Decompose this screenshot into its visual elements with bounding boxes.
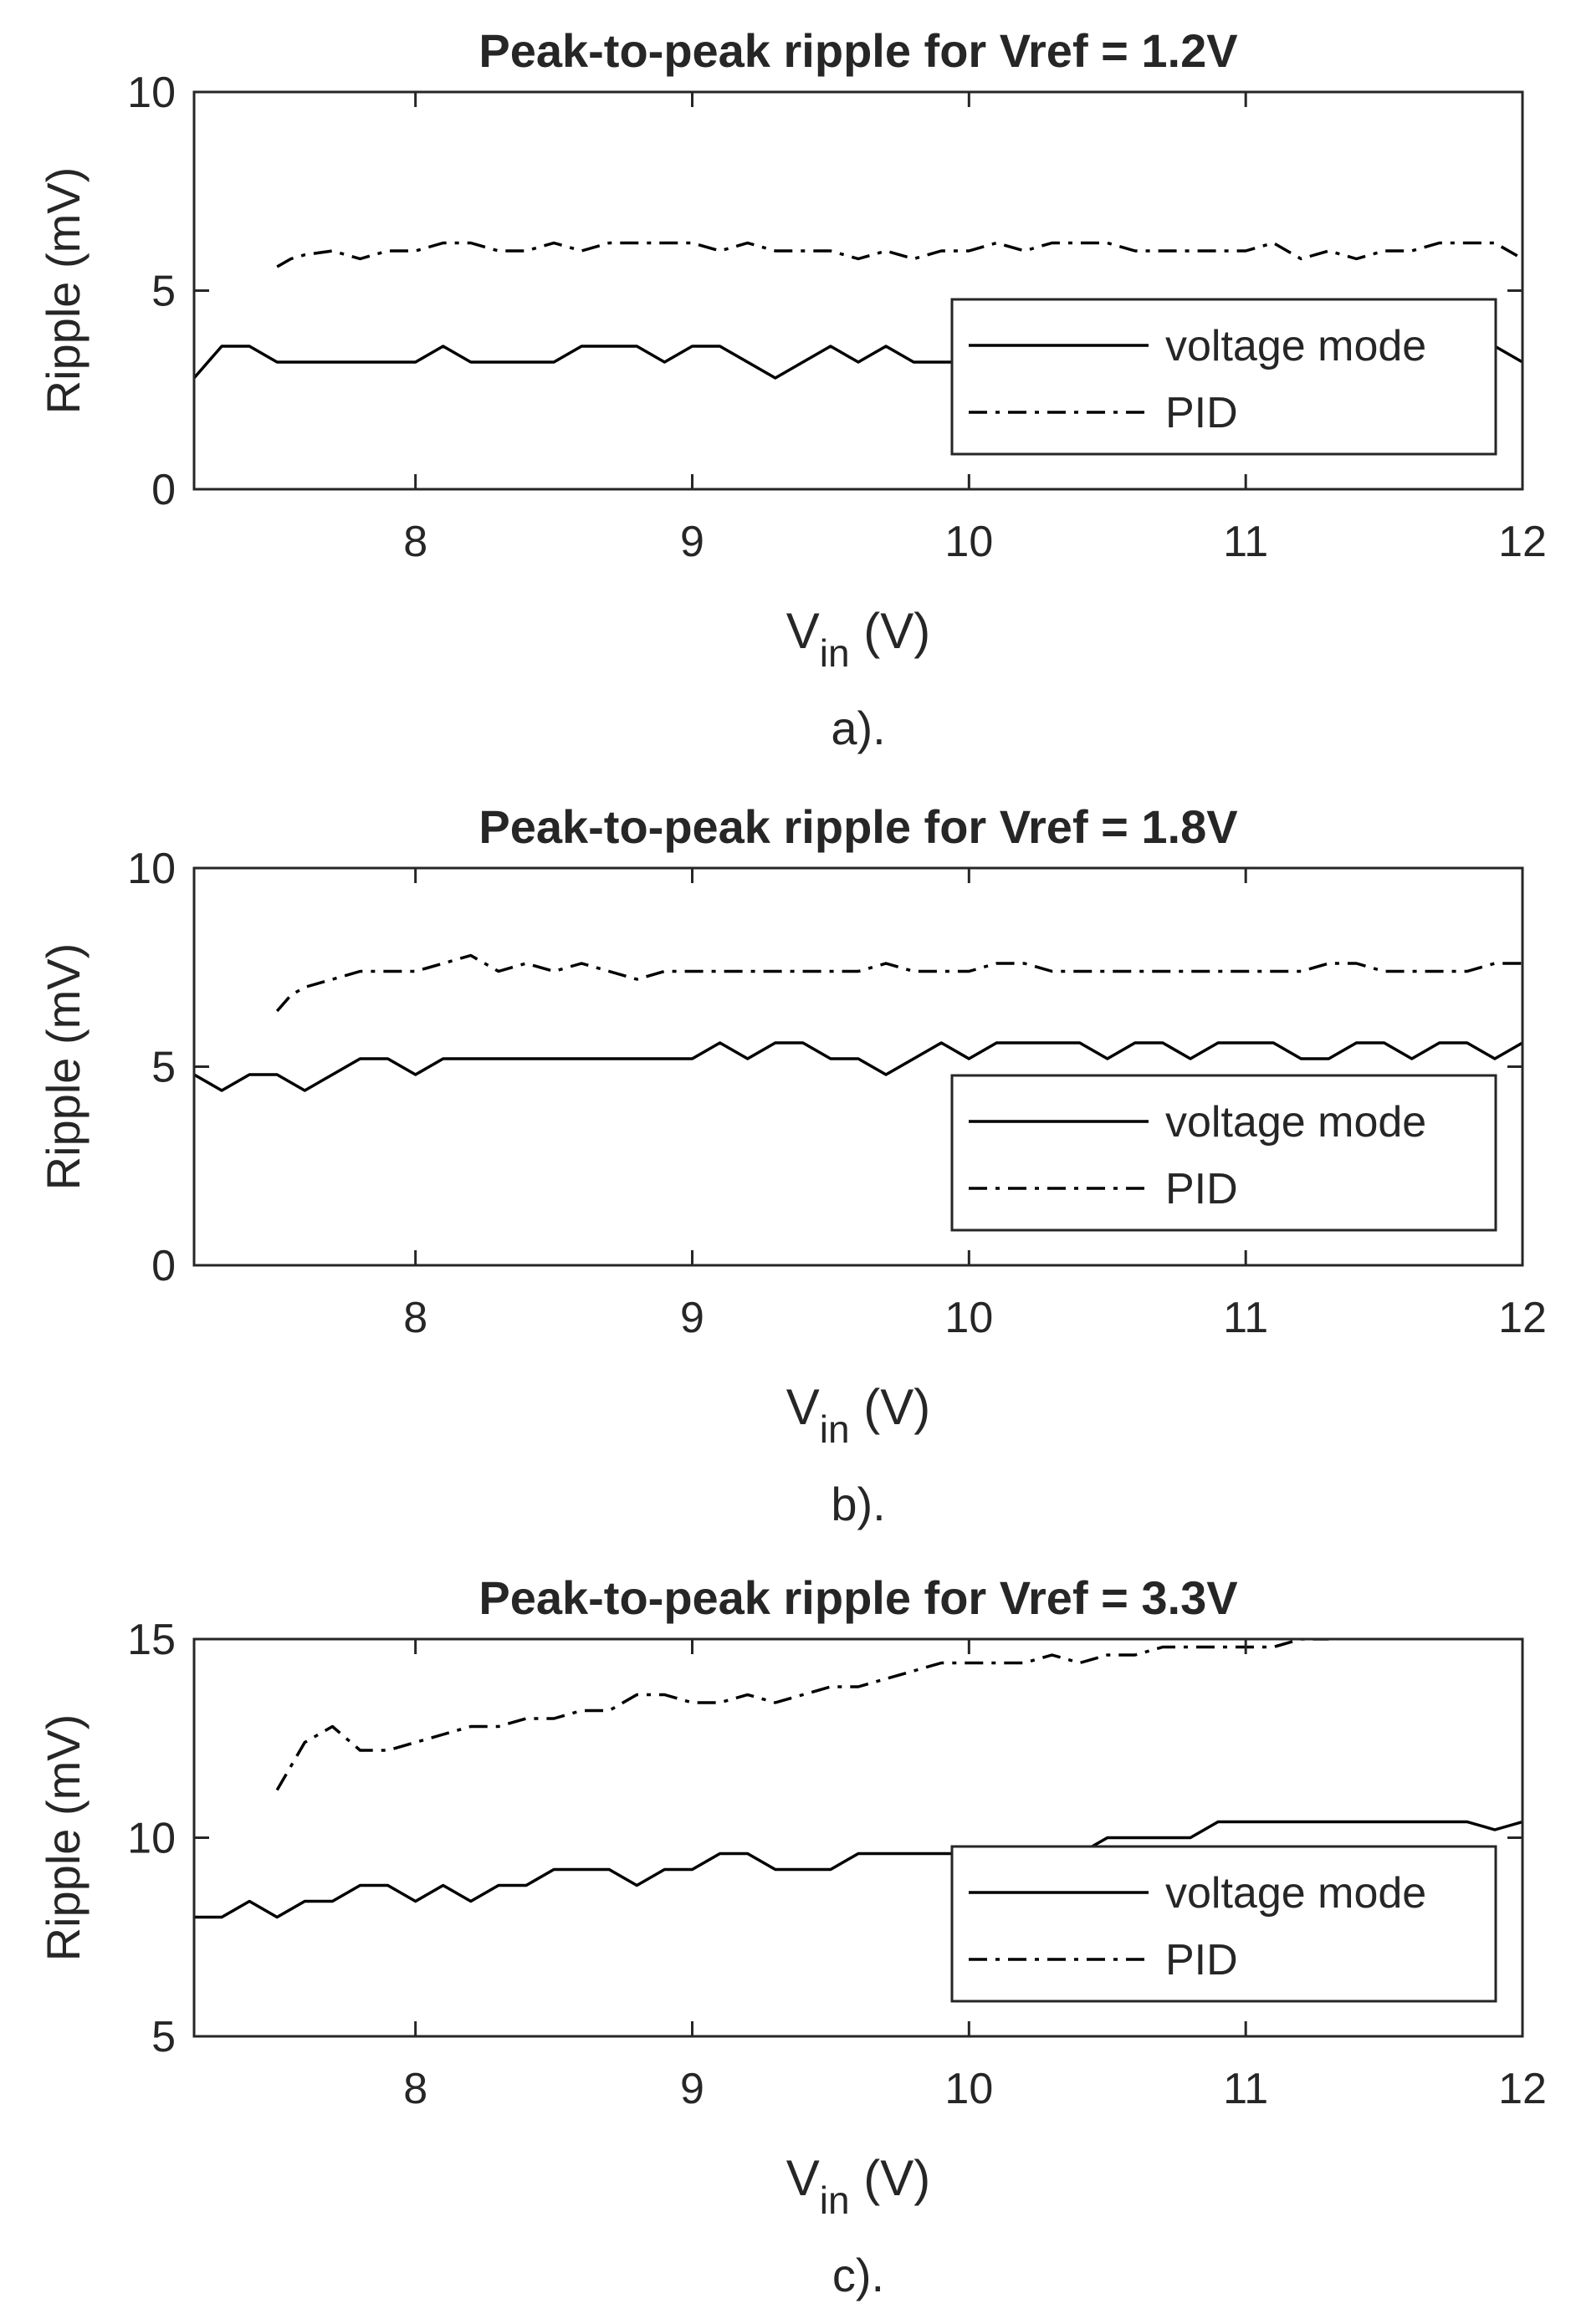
legend-label: voltage mode [1165, 1869, 1426, 1918]
y-tick-label: 10 [127, 1815, 176, 1863]
legend-label: voltage mode [1165, 1098, 1426, 1147]
x-axis-label-subscript: in [820, 631, 850, 675]
x-axis-label-main: V [786, 2150, 820, 2206]
y-tick-label: 10 [127, 845, 176, 893]
series-line-voltage-mode [194, 1820, 1522, 1919]
x-tick-label: 10 [944, 2065, 993, 2113]
legend-label: PID [1165, 1936, 1238, 1984]
x-axis-label-unit: (V) [850, 603, 931, 659]
x-axis-label-main: V [786, 1379, 820, 1435]
x-tick-label: 11 [1223, 2065, 1268, 2113]
y-tick-label: 5 [151, 268, 176, 316]
y-tick-label: 15 [127, 1616, 176, 1664]
x-tick-label: 9 [680, 1294, 704, 1342]
x-tick-label: 12 [1498, 1294, 1547, 1342]
x-tick-label: 9 [680, 2065, 704, 2113]
x-axis-label-main: V [786, 603, 820, 659]
y-tick-label: 0 [151, 1242, 176, 1290]
chart-panel-2: Peak-to-peak ripple for Vref = 1.8V 8 9 10 1… [37, 800, 1547, 1530]
x-axis-label-subscript: in [820, 1407, 850, 1451]
x-axis-label-unit: (V) [850, 2150, 931, 2206]
chart-title: Peak-to-peak ripple for Vref = 3.3V [478, 1571, 1237, 1624]
legend-label: voltage mode [1165, 322, 1426, 370]
x-axis-label: Vin (V) [786, 2150, 931, 2222]
x-tick-label: 12 [1498, 2065, 1547, 2113]
x-tick-label: 12 [1498, 518, 1547, 566]
x-tick-label: 8 [403, 1294, 427, 1342]
series-line-voltage-mode [194, 1041, 1522, 1092]
series-line-pid [275, 1639, 1329, 1791]
x-tick-label: 8 [403, 2065, 427, 2113]
panel-caption: b). [831, 1478, 885, 1530]
y-tick-label: 10 [127, 69, 176, 117]
x-axis-label-subscript: in [820, 2178, 850, 2222]
series-line-pid [275, 953, 1522, 1013]
legend-label: PID [1165, 389, 1238, 437]
legend-box [950, 1074, 1497, 1232]
x-tick-label: 10 [944, 518, 993, 566]
x-tick-label: 11 [1223, 1294, 1268, 1342]
panel-caption: a). [831, 702, 885, 754]
y-tick-label: 5 [151, 1044, 176, 1092]
x-axis-label-unit: (V) [850, 1379, 931, 1435]
chart-panel-1: Peak-to-peak ripple for Vref = 1.2V 8 9 10 1… [37, 24, 1547, 754]
y-axis-label: Ripple (mV) [37, 167, 90, 415]
y-tick-label: 5 [151, 2013, 176, 2061]
x-tick-label: 8 [403, 518, 427, 566]
legend-label: PID [1165, 1165, 1238, 1213]
chart-title: Peak-to-peak ripple for Vref = 1.2V [478, 24, 1237, 77]
panel-caption: c). [832, 2249, 884, 2301]
y-axis-label: Ripple (mV) [37, 1714, 90, 1962]
legend-box [950, 1845, 1497, 2003]
chart-panel-3: Peak-to-peak ripple for Vref = 3.3V 8 9 10 1… [37, 1571, 1547, 2301]
y-axis-label: Ripple (mV) [37, 943, 90, 1191]
x-tick-label: 9 [680, 518, 704, 566]
x-axis-label: Vin (V) [786, 1379, 931, 1451]
x-tick-label: 11 [1223, 518, 1268, 566]
legend-box [950, 298, 1497, 456]
chart-title: Peak-to-peak ripple for Vref = 1.8V [478, 800, 1237, 853]
series-line-pid [276, 241, 1522, 268]
y-tick-label: 0 [151, 466, 176, 514]
x-axis-label: Vin (V) [786, 603, 931, 675]
x-tick-label: 10 [944, 1294, 993, 1342]
